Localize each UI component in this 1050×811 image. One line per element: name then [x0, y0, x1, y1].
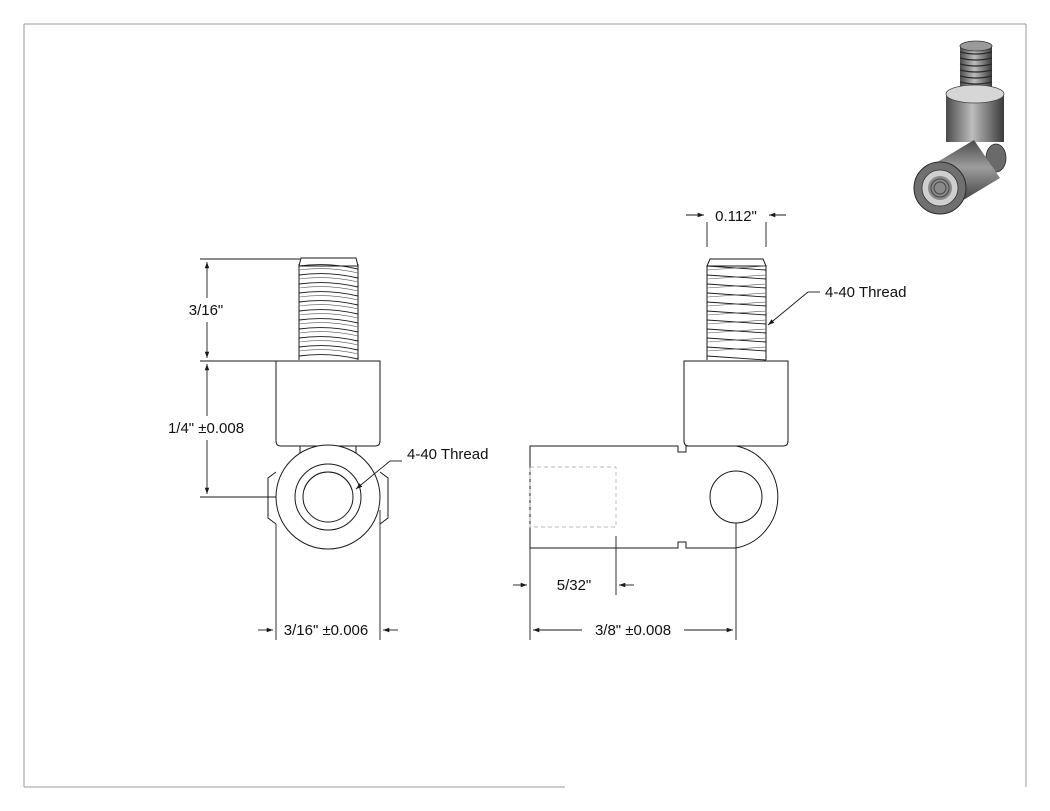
right-upper-body: [683, 360, 789, 447]
left-side-flat-right: [379, 471, 389, 525]
left-thread-length-dim: 3/16": [189, 302, 224, 319]
sheet-border: [23, 23, 1027, 788]
left-view-part: [267, 257, 389, 550]
left-body-width-dim: 3/16" ±0.006: [284, 622, 368, 639]
right-total-length-dim: 3/8" ±0.008: [595, 622, 671, 639]
left-dimensions: [200, 258, 402, 640]
left-thread: [298, 257, 359, 361]
right-cross-hole: [709, 470, 763, 524]
right-view-part: [529, 258, 789, 549]
right-dimensions: [513, 212, 820, 640]
left-upper-body: [275, 360, 381, 447]
isometric-view: [913, 40, 1007, 215]
right-thread-callout: 4-40 Thread: [825, 284, 906, 301]
right-thread-diameter-dim: 0.112": [715, 208, 757, 225]
left-thread-callout: 4-40 Thread: [407, 446, 488, 463]
right-hidden-bore: [529, 466, 617, 528]
left-body-height-dim: 1/4" ±0.008: [168, 420, 244, 437]
left-side-flat-left: [267, 471, 277, 525]
right-thread: [706, 258, 767, 361]
right-offset-dim: 5/32": [557, 577, 592, 594]
